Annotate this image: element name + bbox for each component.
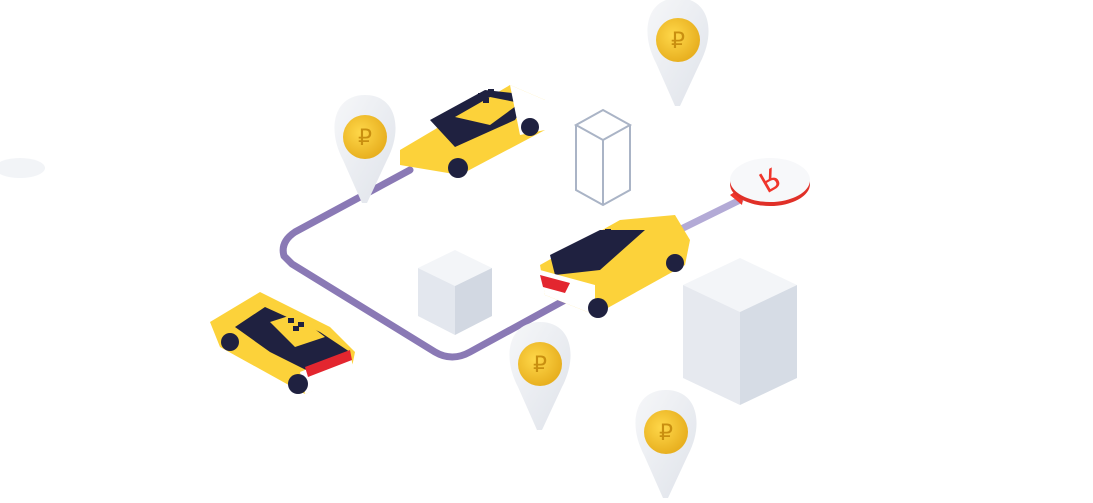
large-building xyxy=(683,258,797,405)
taxi-car xyxy=(400,85,545,178)
tower-outline xyxy=(573,108,633,207)
faint-cloud xyxy=(0,158,45,178)
taxi-car xyxy=(210,292,355,394)
yandex-logo-pin: Я xyxy=(730,158,810,206)
route-path-end xyxy=(671,196,744,236)
small-building xyxy=(418,250,492,335)
svg-text:₽: ₽ xyxy=(358,126,372,151)
svg-text:₽: ₽ xyxy=(671,29,685,54)
route-path xyxy=(279,166,569,361)
svg-text:₽: ₽ xyxy=(659,421,673,446)
taxi-car xyxy=(540,215,690,318)
coin-pin: ₽ xyxy=(635,390,697,498)
coin-pin: ₽ xyxy=(334,95,396,203)
svg-text:₽: ₽ xyxy=(533,353,547,378)
coin-pin: ₽ xyxy=(509,322,571,430)
coin-pin: ₽ xyxy=(647,0,709,106)
